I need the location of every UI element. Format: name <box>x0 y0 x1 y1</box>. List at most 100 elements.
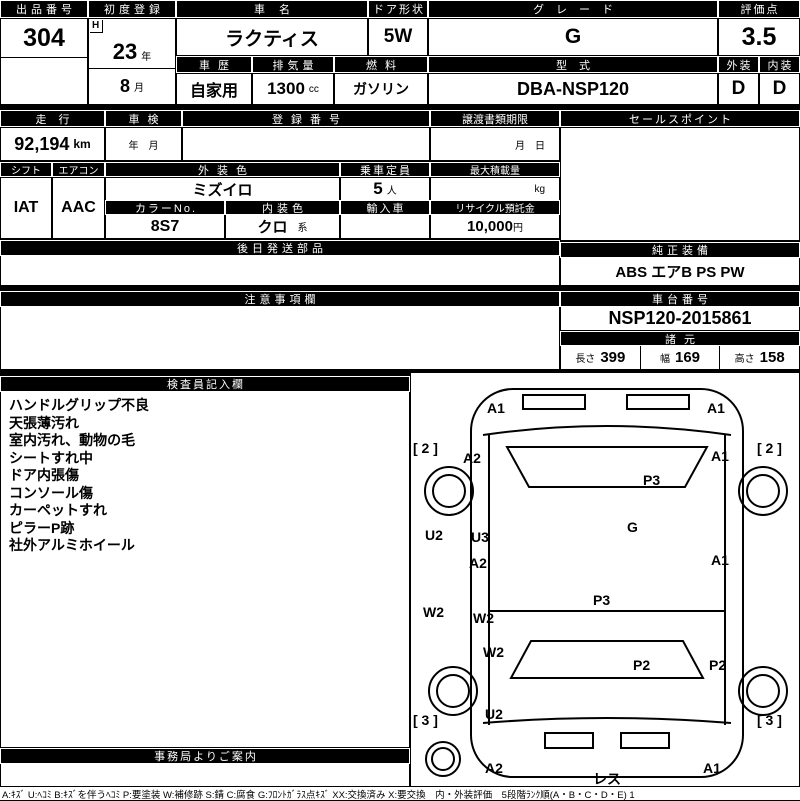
chassis-number-header: 車台番号 <box>560 291 800 307</box>
damage-code-label: [ 2 ] <box>413 440 438 456</box>
interior-color-suffix: 系 <box>297 223 308 234</box>
damage-code-label: A1 <box>711 552 729 568</box>
inspector-note: ピラーP跡 <box>9 519 75 536</box>
door-shape-header: ドア形状 <box>368 0 428 18</box>
later-parts-header: 後日発送部品 <box>0 240 560 256</box>
inspector-note: 天張薄汚れ <box>9 414 79 431</box>
displacement-value-cell: 1300 cc <box>253 74 333 104</box>
damage-code-label: P3 <box>643 472 661 488</box>
first-reg-year-cell: H 23 年 <box>89 19 175 68</box>
reg-number-value <box>183 128 429 160</box>
damage-code-label: A1 <box>703 760 721 776</box>
damage-code-label: G <box>627 519 638 535</box>
width-cell: 幅 169 <box>641 346 721 369</box>
exterior-rank-header: 外装 <box>718 56 759 73</box>
era-mark: H <box>90 20 104 33</box>
damage-code-label: W2 <box>483 644 504 660</box>
aircon-header: エアコン <box>52 162 105 177</box>
legend-text: A:ｷｽﾞ U:ﾍｺﾐ B:ｷｽﾞを伴うﾍｺﾐ P:要塗装 W:補修跡 S:錆 … <box>2 789 635 801</box>
damage-code-label: W2 <box>473 610 494 626</box>
damage-code-label: U2 <box>425 527 443 543</box>
first-reg-year-unit: 年 <box>141 52 152 63</box>
mileage-value: 92,194 <box>14 133 70 154</box>
damage-code-label: [ 3 ] <box>413 712 438 728</box>
inspector-note: ハンドルグリップ不良 <box>9 397 149 413</box>
width-label: 幅 <box>659 354 670 365</box>
mileage-header: 走行 <box>0 110 105 127</box>
damage-code-label: [ 3 ] <box>757 712 782 728</box>
car-outline-drawing <box>424 388 788 778</box>
office-info-value <box>1 764 409 786</box>
recycle-deposit-unit: 円 <box>512 223 523 234</box>
damage-code-label: W2 <box>423 604 444 620</box>
transfer-deadline-header: 譲渡書類期限 <box>430 110 560 127</box>
first-reg-year: 23 <box>112 39 138 64</box>
interior-rank-header: 内装 <box>759 56 800 73</box>
interior-color-value-cell: クロ 系 <box>226 215 339 238</box>
damage-code-label: A1 <box>707 400 725 416</box>
first-reg-header: 初度登録 <box>88 0 176 18</box>
recycle-deposit-value-cell: 10,000 円 <box>431 215 559 238</box>
dimensions-header: 諸元 <box>560 331 800 346</box>
import-car-header: 輸入車 <box>340 200 430 215</box>
first-reg-month-cell: 8 月 <box>89 69 175 104</box>
shaken-header: 車検 <box>105 110 182 127</box>
damage-code-label: [ 2 ] <box>757 440 782 456</box>
grade-header: グレード <box>428 0 718 18</box>
damage-code-label: U2 <box>485 706 503 722</box>
damage-code-label: A2 <box>469 555 487 571</box>
length-value: 399 <box>600 349 626 366</box>
inspector-note: シートすれ中 <box>9 449 93 466</box>
fuel-header: 燃料 <box>334 56 428 73</box>
first-reg-month-unit: 月 <box>134 83 144 94</box>
interior-rank-value: D <box>760 74 799 104</box>
exterior-color-value: ミズイロ <box>106 178 339 200</box>
later-parts-value <box>1 256 559 285</box>
length-cell: 長さ 399 <box>561 346 641 369</box>
lot-number-empty-cell <box>1 58 87 104</box>
capacity-value: 5 <box>373 179 383 198</box>
inspector-notes: ハンドルグリップ不良天張薄汚れ室内汚れ、動物の毛シートすれ中ドア内張傷コンソール… <box>1 392 409 747</box>
office-info-header: 事務局よりご案内 <box>0 748 410 764</box>
damage-code-label: レス <box>593 771 621 787</box>
capacity-value-cell: 5 人 <box>341 178 429 200</box>
door-shape-value: 5W <box>369 19 427 55</box>
sales-point-value <box>561 128 799 240</box>
damage-code-label: A2 <box>463 450 481 466</box>
inspector-header: 検査員記入欄 <box>0 376 410 392</box>
model-code-value: DBA-NSP120 <box>429 74 717 104</box>
exterior-color-header: 外装色 <box>105 162 340 177</box>
max-load-value-cell: kg <box>431 178 559 200</box>
interior-color-header: 内装色 <box>225 200 340 215</box>
chassis-number-value: NSP120-2015861 <box>561 307 799 330</box>
exterior-rank-value: D <box>719 74 758 104</box>
width-value: 169 <box>674 349 701 366</box>
height-cell: 高さ 158 <box>720 346 799 369</box>
legend-bar: A:ｷｽﾞ U:ﾍｺﾐ B:ｷｽﾞを伴うﾍｺﾐ P:要塗装 W:補修跡 S:錆 … <box>0 787 800 801</box>
import-car-value <box>341 215 429 238</box>
transfer-deadline-value: 月 日 <box>431 128 559 160</box>
lot-number-header: 出品番号 <box>0 0 88 18</box>
damage-code-label: P3 <box>593 592 611 608</box>
genuine-equipment-value: ABS エアB PS PW <box>561 258 799 285</box>
dimensions-row: 長さ 399 幅 169 高さ 158 <box>561 346 799 369</box>
score-header: 評価点 <box>718 0 800 18</box>
inspector-note: コンソール傷 <box>9 484 93 501</box>
car-history-header: 車歴 <box>176 56 252 73</box>
inspector-note: 社外アルミホイール <box>9 537 135 553</box>
damage-code-label: P2 <box>633 657 651 673</box>
length-label: 長さ <box>575 354 596 365</box>
recycle-deposit-value: 10,000 <box>467 218 513 235</box>
max-load-unit: kg <box>534 183 545 195</box>
shift-value: IAT <box>1 178 51 238</box>
grade-value: G <box>429 19 717 55</box>
recycle-deposit-header: リサイクル預託金 <box>430 200 560 215</box>
height-label: 高さ <box>734 354 755 365</box>
car-history-value: 自家用 <box>177 74 251 104</box>
damage-code-label: A2 <box>485 760 503 776</box>
damage-code-label: P2 <box>709 657 727 673</box>
model-code-header: 型式 <box>428 56 718 73</box>
interior-color-value: クロ <box>257 219 288 236</box>
